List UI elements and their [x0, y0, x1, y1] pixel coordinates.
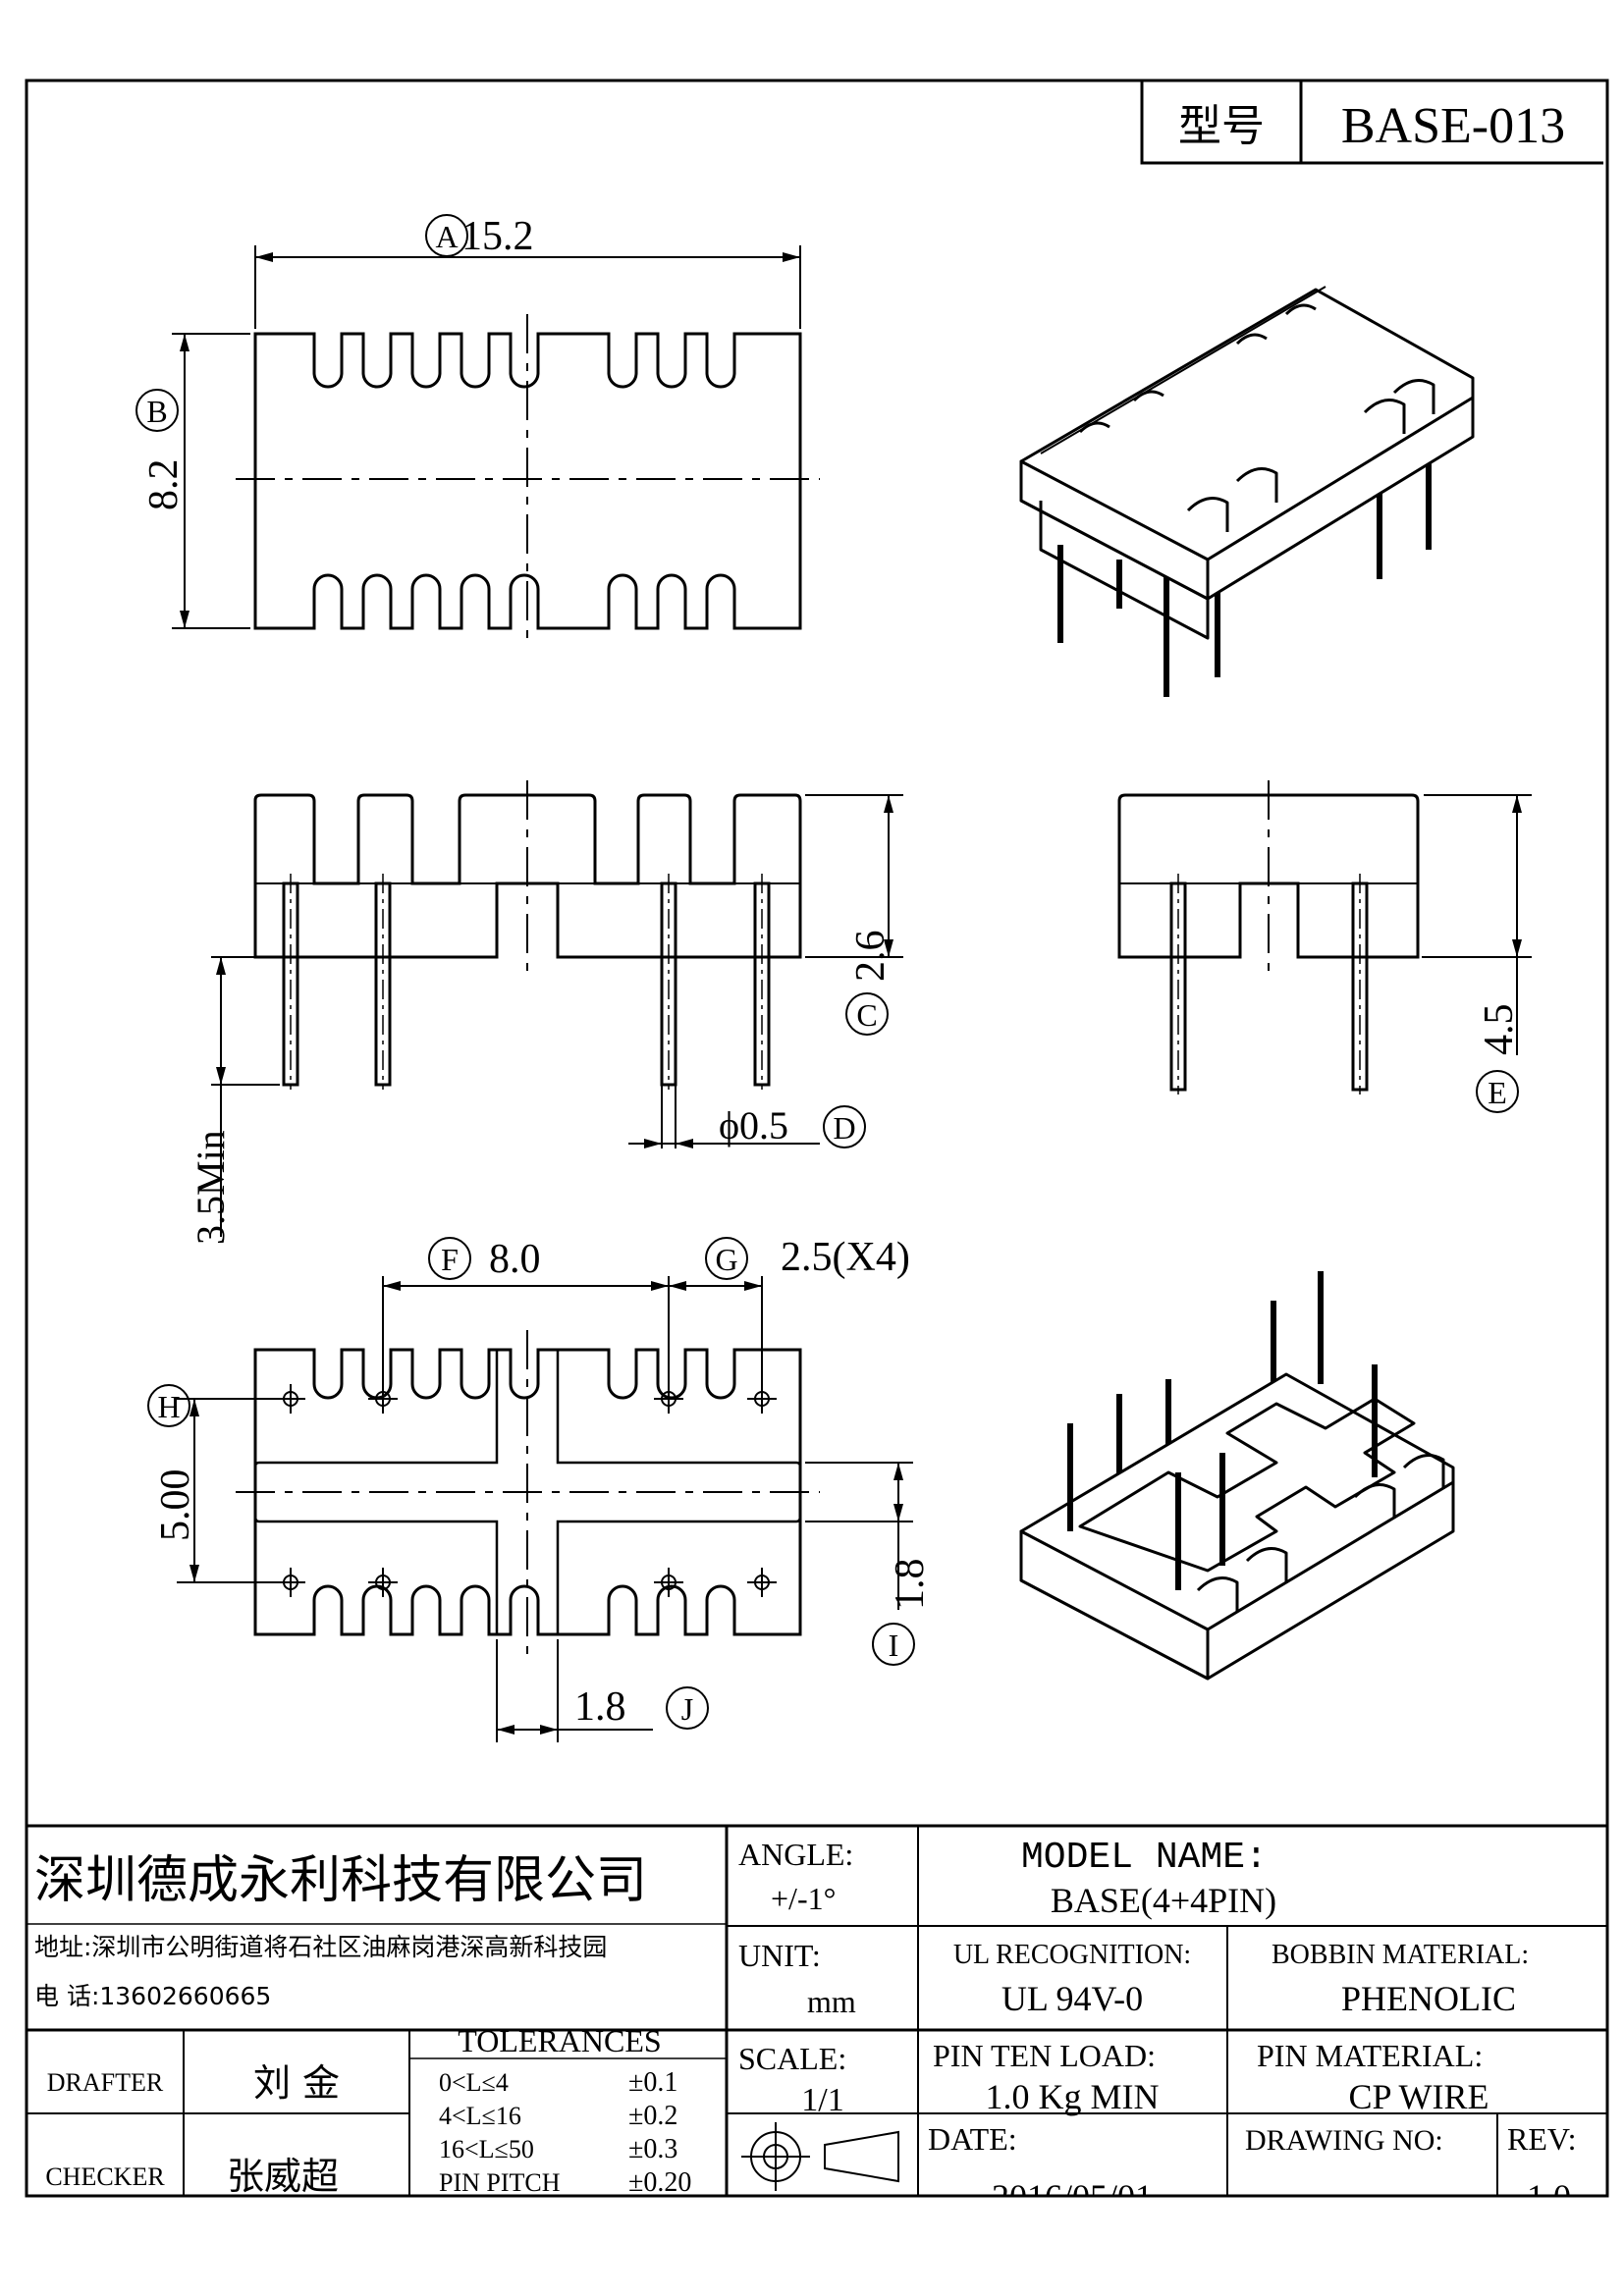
- mark-f-circle: [428, 1237, 471, 1280]
- tol-value-3: ±0.20: [628, 2167, 691, 2198]
- dim-b-value: 8.2: [141, 459, 187, 511]
- dim-f: F 8.0: [428, 1237, 541, 1282]
- header-box: 型号 BASE-013: [1140, 80, 1603, 165]
- dim-i: 1.8 I: [872, 1559, 933, 1666]
- tol-range-2: 16<L≤50: [439, 2135, 534, 2163]
- side-view: [1117, 780, 1532, 1095]
- dim-f-mark: F: [441, 1242, 459, 1277]
- drawing-border: [25, 79, 1609, 2198]
- drawing-no-label: DRAWING NO:: [1245, 2124, 1443, 2157]
- mark-j-circle: [666, 1686, 709, 1730]
- iso-view-bottom: [1019, 1271, 1455, 1681]
- ul-value: UL 94V-0: [1001, 1979, 1143, 2018]
- dim-a-value: 15.2: [461, 214, 534, 259]
- dim-pin-min-value: 3.5Min: [189, 1130, 233, 1245]
- dim-d-mark: D: [833, 1110, 855, 1146]
- dim-a-mark: A: [435, 219, 458, 254]
- drafter-label: DRAFTER: [47, 2068, 164, 2097]
- mark-b-circle: [135, 389, 179, 432]
- pin-material-value: CP WIRE: [1348, 2077, 1489, 2116]
- company-phone: 电 话:13602660665: [34, 1982, 271, 2010]
- top-view: [172, 245, 820, 648]
- mark-c-circle: [845, 992, 889, 1036]
- drafter-value: 刘 金: [253, 2061, 340, 2105]
- rev-label: REV:: [1507, 2121, 1577, 2157]
- dim-a: A 15.2: [425, 214, 534, 259]
- dim-c: 2.6 C: [845, 931, 893, 1036]
- unit-label: UNIT:: [738, 1938, 821, 1973]
- dim-d-value: ϕ0.5: [719, 1103, 788, 1148]
- angle-value: +/-1°: [771, 1881, 836, 1916]
- company-address: 地址:深圳市公明街道将石社区油麻岗港深高新科技园: [34, 1933, 607, 1961]
- dim-pin-min: 3.5Min: [189, 1130, 233, 1245]
- mark-a-circle: [425, 214, 468, 257]
- title-block: [27, 1824, 1607, 2196]
- dim-h-value: 5.00: [153, 1469, 198, 1542]
- mark-d-circle: [823, 1105, 866, 1148]
- tol-value-0: ±0.1: [628, 2067, 677, 2098]
- dim-i-mark: I: [889, 1628, 899, 1663]
- checker-label: CHECKER: [45, 2163, 165, 2191]
- company-name: 深圳德成永利科技有限公司: [34, 1851, 647, 1910]
- dim-e-mark: E: [1488, 1075, 1507, 1110]
- dim-e: 4.5 E: [1476, 1004, 1522, 1113]
- type-label: 型号: [1178, 101, 1265, 151]
- dim-b: B 8.2: [135, 389, 187, 511]
- pin-load-value: 1.0 Kg MIN: [986, 2077, 1160, 2116]
- tol-value-1: ±0.2: [628, 2101, 677, 2131]
- dim-c-value: 2.6: [848, 931, 893, 983]
- scale-value: 1/1: [801, 2082, 843, 2118]
- model-name-label: MODEL NAME:: [1021, 1837, 1268, 1879]
- front-view: [211, 780, 903, 1237]
- dim-j-value: 1.8: [574, 1684, 626, 1730]
- dim-g-mark: G: [715, 1242, 737, 1277]
- tol-range-3: PIN PITCH: [439, 2168, 561, 2197]
- bottom-view: [177, 1276, 913, 1742]
- projection-symbol-icon: [741, 2122, 899, 2191]
- dim-i-value: 1.8: [888, 1559, 933, 1611]
- pin-load-label: PIN TEN LOAD:: [933, 2038, 1156, 2073]
- dim-h: H 5.00: [147, 1384, 198, 1542]
- pin-material-label: PIN MATERIAL:: [1257, 2038, 1483, 2073]
- dim-e-value: 4.5: [1477, 1004, 1522, 1056]
- model-code: BASE-013: [1341, 98, 1565, 154]
- tol-value-2: ±0.3: [628, 2134, 677, 2164]
- date-value: 2016/05/01: [992, 2177, 1153, 2216]
- dim-j-mark: J: [681, 1691, 693, 1727]
- dim-g-value: 2.5(X4): [781, 1235, 910, 1280]
- tolerances-label: TOLERANCES: [458, 2023, 661, 2058]
- tolerances-table: 0<L≤4 ±0.1 4<L≤16 ±0.2 16<L≤50 ±0.3 PIN …: [439, 2067, 691, 2198]
- bobbin-label: BOBBIN MATERIAL:: [1272, 1940, 1529, 1970]
- scale-label: SCALE:: [738, 2041, 846, 2076]
- dim-g: G 2.5(X4): [705, 1235, 910, 1280]
- rev-value: 1.0: [1527, 2177, 1571, 2216]
- date-label: DATE:: [928, 2121, 1017, 2157]
- checker-value: 张威超: [227, 2155, 339, 2198]
- tol-range-0: 0<L≤4: [439, 2068, 509, 2097]
- unit-value: mm: [807, 1984, 856, 2019]
- dim-f-value: 8.0: [489, 1237, 541, 1282]
- mark-e-circle: [1476, 1070, 1519, 1113]
- mark-h-circle: [147, 1384, 190, 1427]
- dim-b-mark: B: [146, 394, 167, 429]
- dim-c-mark: C: [856, 997, 877, 1033]
- angle-label: ANGLE:: [738, 1837, 853, 1872]
- dim-h-mark: H: [157, 1389, 180, 1424]
- tol-range-1: 4<L≤16: [439, 2102, 521, 2130]
- mark-i-circle: [872, 1623, 915, 1666]
- ul-label: UL RECOGNITION:: [953, 1940, 1191, 1970]
- dim-d: ϕ0.5 D: [719, 1103, 866, 1148]
- bobbin-value: PHENOLIC: [1341, 1979, 1516, 2018]
- model-name-value: BASE(4+4PIN): [1051, 1881, 1276, 1920]
- mark-g-circle: [705, 1237, 748, 1280]
- iso-view-top: [1019, 286, 1475, 697]
- dim-j: 1.8 J: [574, 1684, 709, 1730]
